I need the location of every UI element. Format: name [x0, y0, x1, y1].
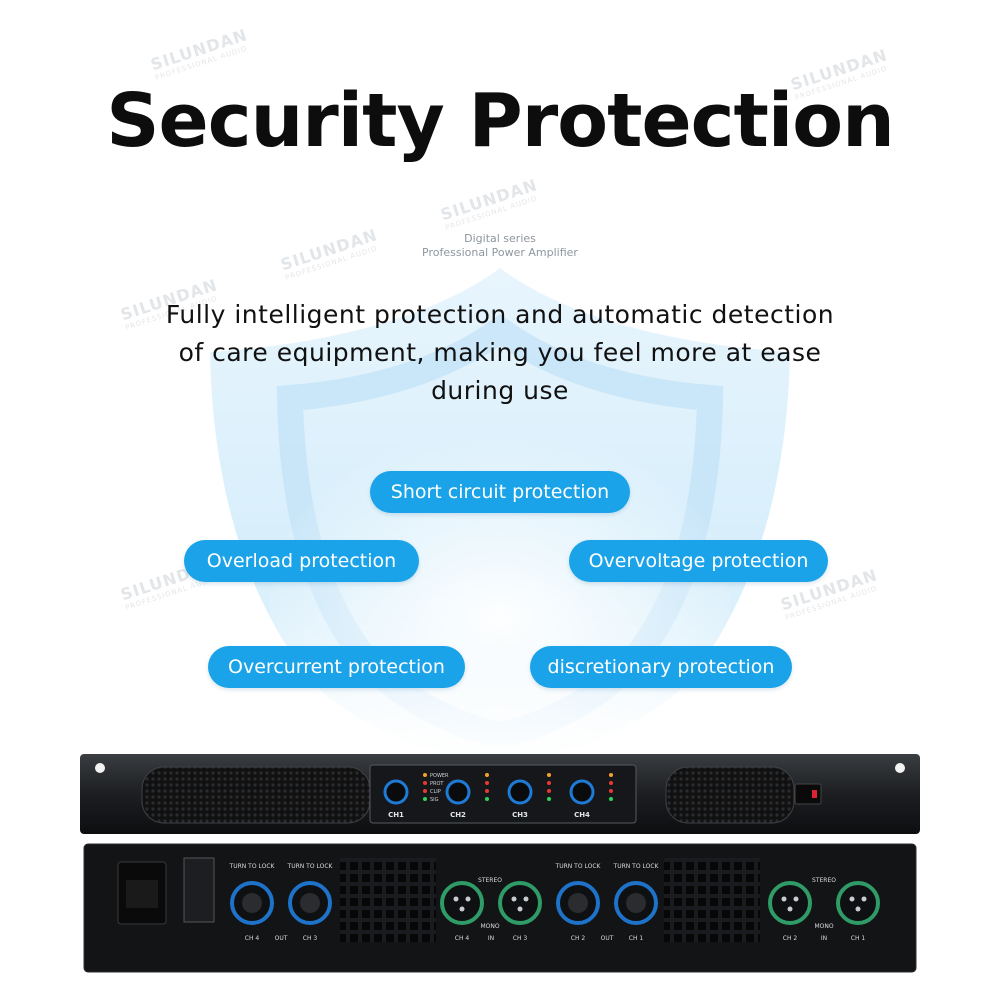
short-circuit-badge: Short circuit protection: [370, 471, 630, 513]
rear-label: IN: [488, 935, 494, 942]
rear-label: CH 1: [851, 935, 866, 942]
page-title: Security Protection: [106, 78, 895, 164]
rear-label: CH 1: [629, 935, 644, 942]
rear-label: STEREO: [478, 877, 502, 884]
rear-label: MONO: [814, 923, 833, 930]
indicator-label: PROT: [430, 781, 444, 787]
rear-label: CH 4: [455, 935, 470, 942]
discretionary-badge: discretionary protection: [530, 646, 792, 688]
subtitle-series: Digital series: [464, 232, 536, 245]
rear-label: CH 4: [245, 935, 260, 942]
power-amplifier: POWER PROT CLIP SIG CH1 CH2 CH3 CH4: [80, 754, 920, 973]
indicator-label: POWER: [430, 773, 449, 779]
description: Fully intelligent protection and automat…: [165, 300, 835, 405]
rear-label: OUT: [601, 935, 614, 942]
overload-badge: Overload protection: [184, 540, 419, 582]
rear-label: CH 3: [513, 935, 528, 942]
indicator-label: SIG: [430, 797, 439, 803]
overcurrent-badge: Overcurrent protection: [208, 646, 465, 688]
channel-label: CH2: [450, 811, 466, 819]
rear-label: TURN TO LOCK: [229, 863, 276, 870]
amp-front-panel: POWER PROT CLIP SIG CH1 CH2 CH3 CH4: [80, 754, 920, 834]
rear-label: TURN TO LOCK: [613, 863, 660, 870]
overvoltage-badge: Overvoltage protection: [569, 540, 828, 582]
rear-label: TURN TO LOCK: [555, 863, 602, 870]
rear-label: CH 2: [783, 935, 798, 942]
rear-label: TURN TO LOCK: [287, 863, 334, 870]
indicator-label: CLIP: [430, 789, 441, 795]
rear-label: IN: [821, 935, 827, 942]
rear-label: CH 2: [571, 935, 586, 942]
rear-label: OUT: [275, 935, 288, 942]
rear-label: MONO: [480, 923, 499, 930]
channel-label: CH1: [388, 811, 404, 819]
product-subtitle: Digital series Professional Power Amplif…: [0, 232, 1000, 260]
subtitle-product: Professional Power Amplifier: [422, 246, 578, 259]
channel-label: CH3: [512, 811, 528, 819]
amp-rear-panel: TURN TO LOCK TURN TO LOCK TURN TO LOCK T…: [83, 843, 917, 973]
channel-label: CH4: [574, 811, 590, 819]
rear-label: CH 3: [303, 935, 318, 942]
rear-label: STEREO: [812, 877, 836, 884]
